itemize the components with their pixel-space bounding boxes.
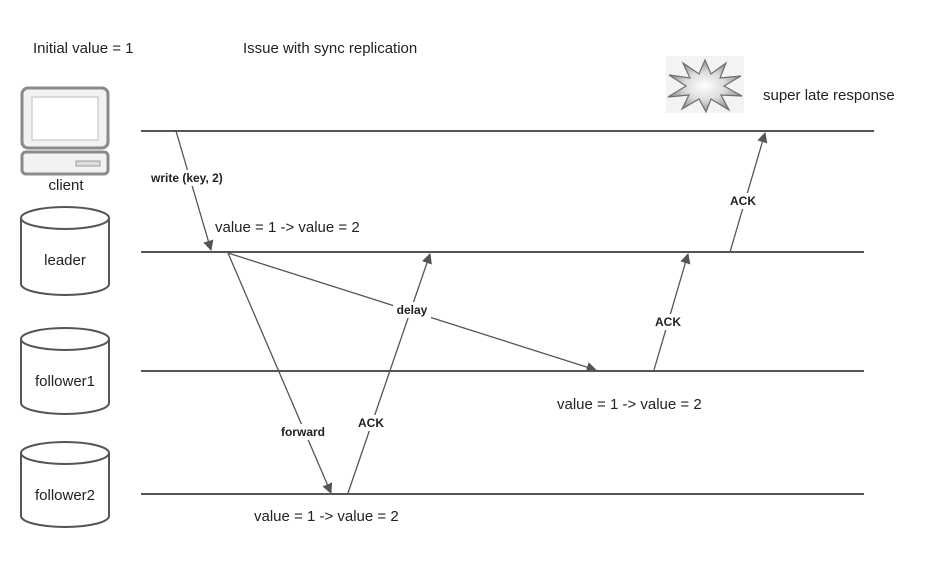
diagram-title: Issue with sync replication <box>243 40 417 57</box>
follower2-label: follower2 <box>35 487 95 504</box>
forward-label: forward <box>281 425 325 439</box>
forward-arrow <box>227 252 333 494</box>
ack-label-follower1: ACK <box>655 315 681 329</box>
initial-value-label: Initial value = 1 <box>33 40 133 57</box>
ack-label-leader: ACK <box>730 194 756 208</box>
ack-arrow-follower1 <box>653 253 691 371</box>
write-label: write (key, 2) <box>150 171 223 185</box>
client-label: client <box>48 177 84 194</box>
ack-label-follower2: ACK <box>358 416 384 430</box>
ack-arrow-follower2 <box>347 253 432 494</box>
computer-icon <box>20 86 110 176</box>
super-late-response-label: super late response <box>763 87 895 104</box>
follower1-label: follower1 <box>35 373 95 390</box>
explosion-icon <box>666 56 744 114</box>
leader-label: leader <box>44 252 86 269</box>
follower1-database-icon <box>20 327 110 415</box>
follower1-state-label: value = 1 -> value = 2 <box>557 396 702 413</box>
ack-arrow-leader <box>729 132 768 253</box>
write-arrow <box>175 130 214 251</box>
follower2-database-icon <box>20 441 110 528</box>
delay-label: delay <box>397 303 428 317</box>
leader-database-icon <box>20 206 110 296</box>
follower2-state-label: value = 1 -> value = 2 <box>254 508 399 525</box>
leader-state-label: value = 1 -> value = 2 <box>215 219 360 236</box>
